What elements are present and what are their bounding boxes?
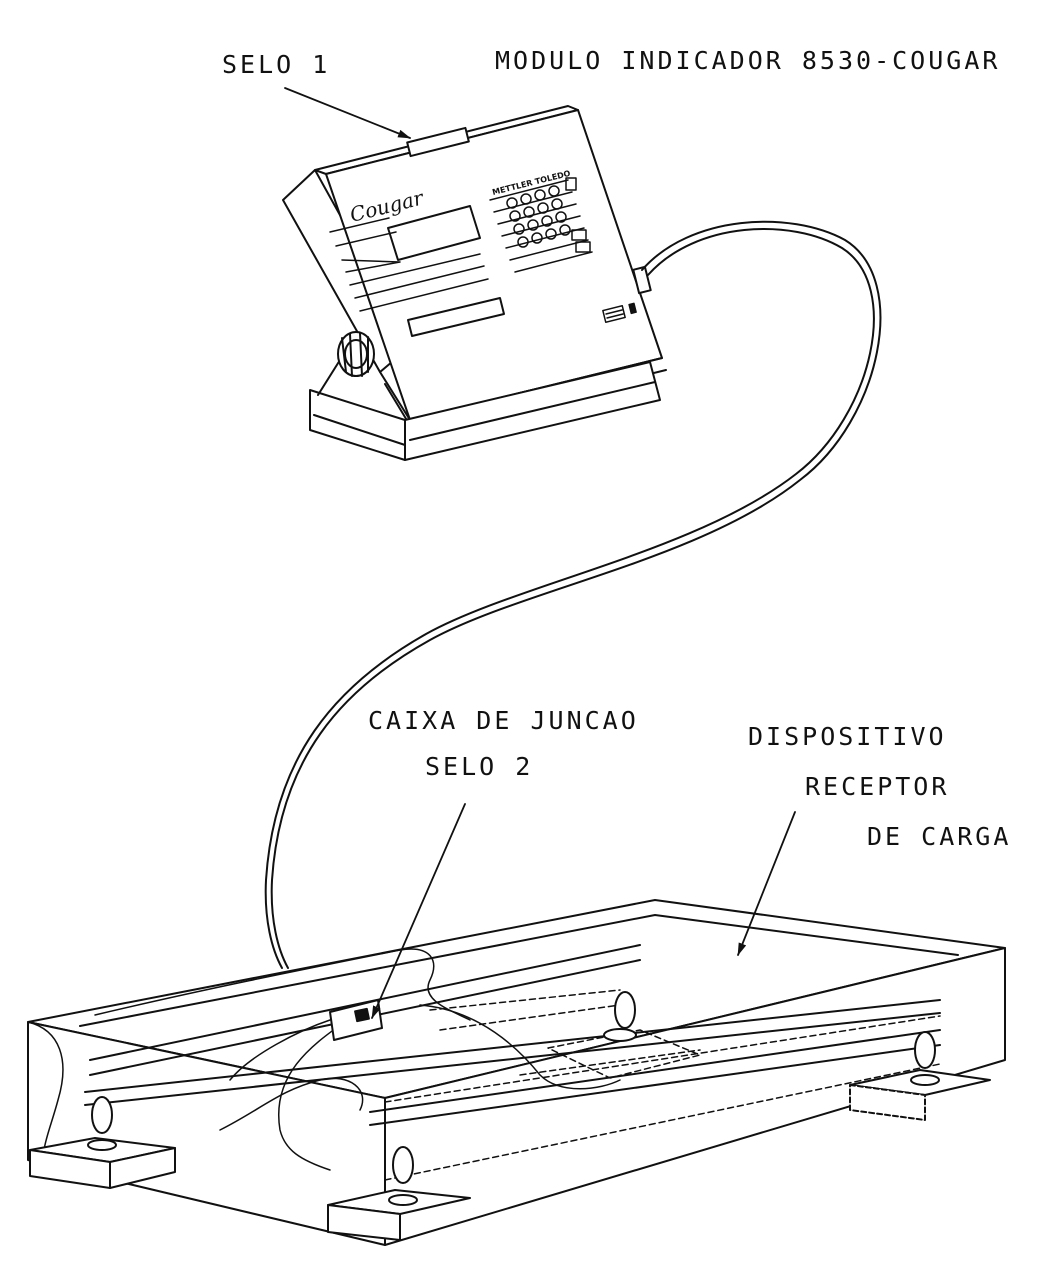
load-cell-1 bbox=[29, 1096, 176, 1189]
load-cell-3 bbox=[603, 991, 637, 1042]
indicator-module bbox=[282, 105, 667, 461]
selo1-leader-arrow bbox=[284, 87, 411, 139]
seal-1 bbox=[406, 126, 470, 158]
receiver-label-line2: RECEPTOR bbox=[805, 772, 950, 801]
cable-connector bbox=[632, 265, 652, 295]
junction-box bbox=[329, 999, 383, 1041]
selo2-leader-arrow bbox=[371, 803, 466, 1019]
module-title-label: MODULO INDICADOR 8530-COUGAR bbox=[495, 46, 1001, 75]
junction-box-label: CAIXA DE JUNCAO bbox=[368, 706, 639, 735]
load-cell-4 bbox=[849, 1031, 991, 1121]
adjustment-knob bbox=[337, 331, 375, 377]
selo1-label: SELO 1 bbox=[222, 50, 331, 79]
receiver-label-line3: DE CARGA bbox=[867, 822, 1012, 851]
printer-slot bbox=[407, 297, 505, 337]
display-window bbox=[387, 205, 481, 261]
load-cell-2 bbox=[327, 1146, 471, 1241]
receiver-label-line1: DISPOSITIVO bbox=[748, 722, 947, 751]
receiver-leader-arrow bbox=[737, 811, 796, 956]
keypad bbox=[506, 177, 591, 253]
load-receiver-platform bbox=[27, 899, 1006, 1246]
load-cell-cable bbox=[264, 220, 882, 969]
approval-badge bbox=[602, 302, 637, 323]
selo2-label: SELO 2 bbox=[425, 752, 534, 781]
